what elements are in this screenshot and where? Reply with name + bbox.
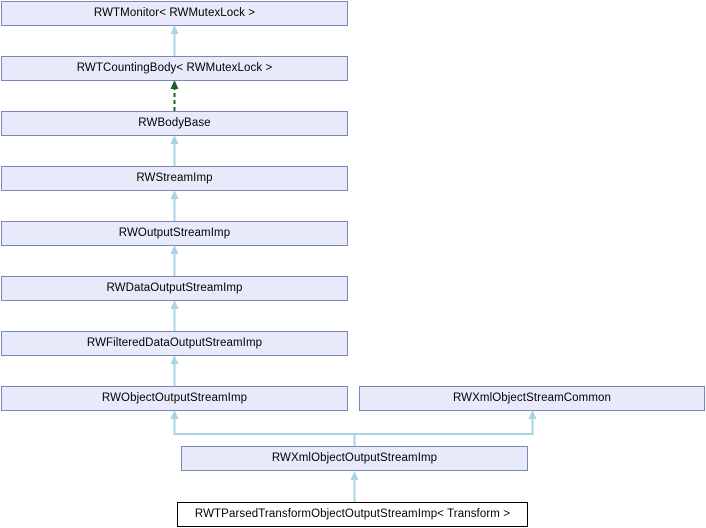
- edge-inheritance-rwxmlobjectoutputstreamimp-rwobjectoutputstreamimp: [170, 410, 356, 446]
- node-rwtcountingbody[interactable]: RWTCountingBody< RWMutexLock >: [1, 56, 348, 81]
- edge-inheritance-rwtparsedtransform-rwxmlobjectoutputstreamimp: [350, 471, 359, 502]
- edge-usage-rwbodybase-rwtcountingbody: [170, 80, 179, 111]
- edge-inheritance-rwxmlobjectoutputstreamimp-rwxmlobjectstreamcommon: [353, 410, 537, 446]
- node-rwxmlobjectstreamcommon[interactable]: RWXmlObjectStreamCommon: [359, 386, 705, 411]
- edge-inheritance-rwobjectoutputstreamimp-rwfiltereddataoutputstreamimp: [170, 355, 179, 386]
- node-label: RWObjectOutputStreamImp: [101, 391, 248, 404]
- edge-inheritance-rwdataoutputstreamimp-rwoutputstreamimp: [170, 245, 179, 276]
- edge-inheritance-rwfiltereddataoutputstreamimp-rwdataoutputstreamimp: [170, 300, 179, 331]
- node-label: RWBodyBase: [138, 116, 211, 129]
- node-rwstreamimp[interactable]: RWStreamImp: [1, 166, 348, 191]
- edge-inheritance-rwtcountingbody-rwtmonitor: [170, 25, 179, 56]
- node-label: RWTCountingBody< RWMutexLock >: [76, 61, 273, 74]
- node-label: RWTParsedTransformObjectOutputStreamImp<…: [194, 507, 511, 520]
- node-label: RWFilteredDataOutputStreamImp: [86, 336, 263, 349]
- node-label: RWXmlObjectOutputStreamImp: [271, 451, 438, 464]
- node-rwxmlobjectoutputstreamimp[interactable]: RWXmlObjectOutputStreamImp: [181, 446, 528, 471]
- edge-inheritance-rwoutputstreamimp-rwstreamimp: [170, 190, 179, 221]
- node-rwtmonitor[interactable]: RWTMonitor< RWMutexLock >: [1, 1, 348, 26]
- node-rwdataoutputstreamimp[interactable]: RWDataOutputStreamImp: [1, 276, 348, 301]
- node-rwbodybase[interactable]: RWBodyBase: [1, 111, 348, 136]
- node-label: RWOutputStreamImp: [118, 226, 231, 239]
- node-rwtparsedtransformobjectoutputstreamimp[interactable]: RWTParsedTransformObjectOutputStreamImp<…: [177, 502, 528, 527]
- node-rwoutputstreamimp[interactable]: RWOutputStreamImp: [1, 221, 348, 246]
- node-label: RWXmlObjectStreamCommon: [452, 391, 611, 404]
- node-label: RWStreamImp: [136, 171, 213, 184]
- node-label: RWDataOutputStreamImp: [106, 281, 243, 294]
- node-label: RWTMonitor< RWMutexLock >: [93, 6, 256, 19]
- edge-inheritance-rwstreamimp-rwbodybase: [170, 135, 179, 166]
- node-rwobjectoutputstreamimp[interactable]: RWObjectOutputStreamImp: [1, 386, 348, 411]
- node-rwfiltereddataoutputstreamimp[interactable]: RWFilteredDataOutputStreamImp: [1, 331, 348, 356]
